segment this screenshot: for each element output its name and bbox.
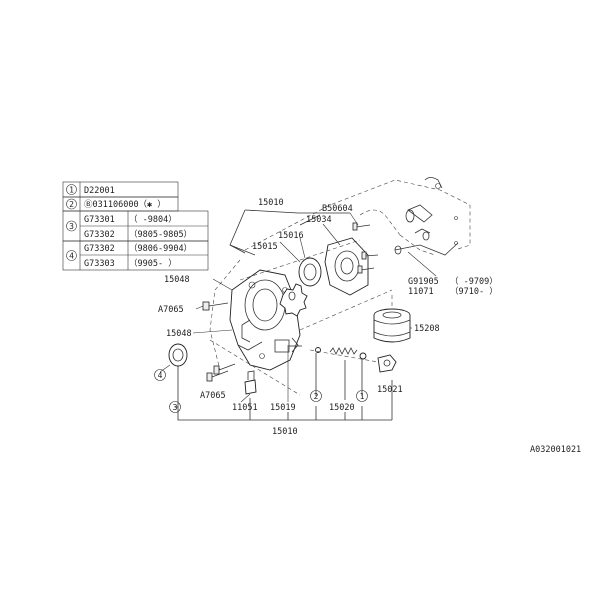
callout-4: 4 [158,371,163,380]
label-15015: 15015 [252,242,278,252]
label-15010-top: 15010 [258,198,284,208]
table-row-4b-range: （9905- ） [129,258,177,269]
label-g91905: G91905 [408,277,439,287]
bolts-a7065-lower [206,363,236,382]
label-11071-range: （9710- ） [450,286,498,297]
plug-11051 [244,370,257,395]
label-11051: 11051 [232,403,258,413]
table-row-4a-range: （9806-9904） [129,243,192,254]
label-15020: 15020 [329,403,355,413]
label-15010-bottom: 15010 [272,427,298,437]
inner-rotor [279,283,308,317]
table-row-3b-range: （9805-9805） [129,229,192,240]
label-a7065-upper: A7065 [158,305,184,315]
callouts: 4 3 2 1 [154,369,368,413]
table-row-3a-part: G73301 [84,215,115,225]
label-15048-upper: 15048 [164,275,190,285]
table-row-3a-range: （ -9804） [129,214,177,225]
label-11071: 11071 [408,287,434,297]
label-15021: 15021 [377,385,403,395]
label-15048-lower: 15048 [166,329,192,339]
table-row-2-part: Ⓑ031106000（✱ ） [84,199,166,210]
table-row-3-number: 3 [69,222,74,231]
outer-rotor [298,257,322,287]
table-row-1-number: 1 [69,186,74,195]
bolt-a7065-upper [202,301,229,311]
leader-lines [159,209,437,421]
label-15208: 15208 [414,324,440,334]
label-15019: 15019 [270,403,296,413]
label-a7065-lower: A7065 [200,391,226,401]
table-row-4b-part: G73303 [84,259,115,269]
table-row-3b-part: G73302 [84,230,115,240]
reference-table: 1 2 3 4 D22001 Ⓑ031106000（✱ ） G73301 （ -… [62,181,209,271]
part-labels: 15010 15034 B50604 15016 15015 15048 A70… [158,198,581,455]
oil-filter [373,308,411,343]
relief-valve-parts [315,347,397,373]
screws-top [352,222,379,274]
engine-block-outline [209,177,471,371]
callout-1: 1 [360,392,365,401]
oil-seal [168,343,188,367]
table-row-2-number: 2 [69,200,74,209]
label-g91905-range: （ -9709） [450,276,498,287]
label-15016: 15016 [278,231,304,241]
oil-pump-body [229,269,302,371]
table-row-4a-part: G73302 [84,244,115,254]
diagram-id: A032001021 [530,445,581,455]
label-b50604: B50604 [322,204,353,214]
table-row-1-part: D22001 [84,186,115,196]
callout-3: 3 [173,403,178,412]
callout-2: 2 [314,392,319,401]
table-row-4-number: 4 [69,252,74,261]
label-15034: 15034 [306,215,332,225]
